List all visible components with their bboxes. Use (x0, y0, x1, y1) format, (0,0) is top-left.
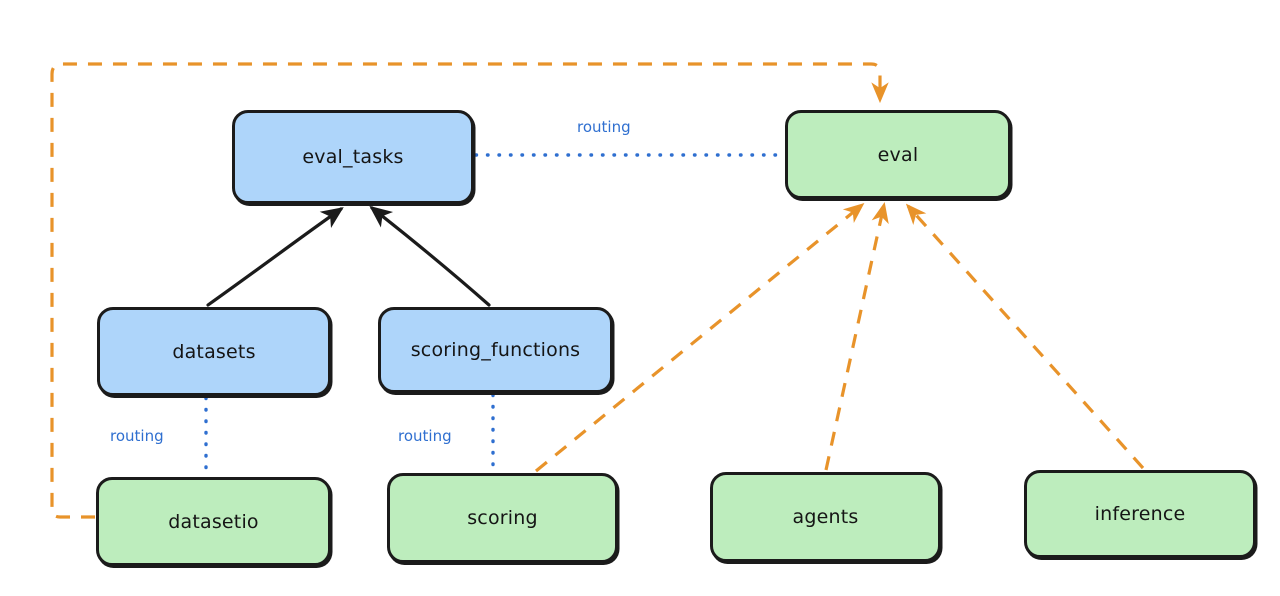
node-scoring[interactable]: scoring (387, 473, 618, 563)
node-label: scoring_functions (410, 339, 581, 361)
node-label: datasets (172, 340, 256, 363)
node-eval-tasks[interactable]: eval_tasks (232, 110, 474, 204)
node-scoring-functions[interactable]: scoring_functions (378, 307, 613, 393)
edge-scoring-functions-to-eval-tasks (369, 205, 491, 307)
edge-label-routing-scoring-functions: routing (398, 427, 452, 445)
node-datasets[interactable]: datasets (97, 307, 331, 396)
node-label: datasetio (168, 510, 259, 533)
edge-agents-to-eval (824, 201, 889, 471)
node-datasetio[interactable]: datasetio (96, 477, 331, 566)
edge-label-routing-eval-tasks: routing (577, 118, 631, 136)
edge-label-routing-datasets: routing (110, 427, 164, 445)
edge-datasets-to-eval-tasks (206, 207, 344, 307)
node-label: eval_tasks (302, 146, 404, 168)
node-label: scoring (467, 507, 538, 529)
node-label: agents (792, 506, 859, 528)
node-agents[interactable]: agents (710, 472, 941, 562)
node-inference[interactable]: inference (1024, 470, 1256, 558)
node-label: inference (1094, 503, 1186, 525)
edge-inference-to-eval (905, 203, 1145, 470)
node-eval[interactable]: eval (785, 110, 1011, 199)
node-label: eval (877, 143, 919, 166)
